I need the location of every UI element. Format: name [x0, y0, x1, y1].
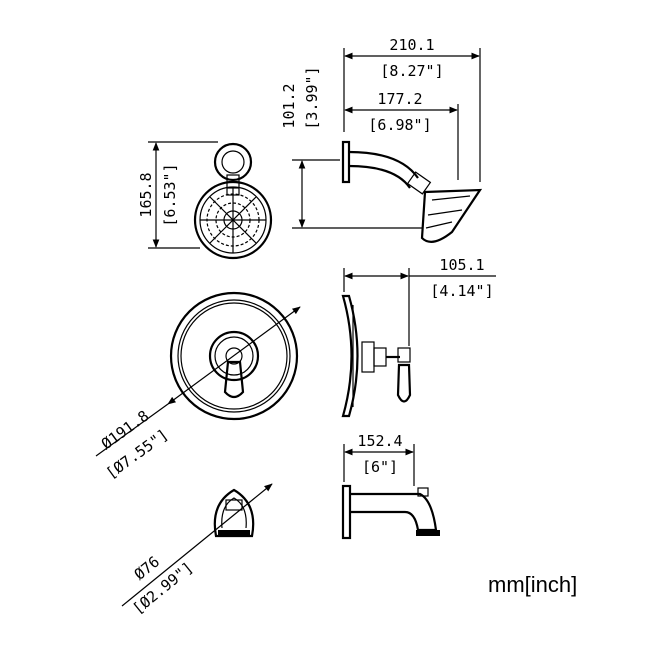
tub-spout-side-view: [341, 484, 440, 540]
shower-arm-length-mm: 177.2: [377, 90, 422, 108]
shower-arm-reach-mm: 210.1: [389, 36, 434, 54]
spout-length-in: [6"]: [362, 458, 398, 476]
showerhead-height-in: [6.53"]: [161, 163, 179, 226]
valve-projection-mm: 105.1: [439, 256, 484, 274]
showerhead-side-view: [341, 140, 483, 243]
dim-shower-arm-length: 177.2 [6.98"]: [344, 90, 459, 180]
showerhead-height-mm: 165.8: [137, 172, 155, 217]
units-label: mm[inch]: [488, 572, 577, 597]
dim-showerhead-height: 165.8 [6.53"]: [137, 141, 218, 249]
shower-arm-length-in: [6.98"]: [368, 116, 431, 134]
dim-spout-length: 152.4 [6"]: [343, 432, 415, 486]
shower-arm-reach-in: [8.27"]: [380, 62, 443, 80]
valve-trim-side-view: [341, 294, 412, 418]
tub-spout-front-view: [213, 488, 255, 538]
showerhead-front-view: [193, 142, 273, 260]
dim-shower-arm-drop: 101.2 [3.99"]: [280, 66, 422, 229]
shower-arm-drop-in: [3.99"]: [303, 66, 321, 129]
dim-shower-arm-reach: 210.1 [8.27"]: [343, 36, 481, 182]
valve-projection-in: [4.14"]: [430, 282, 493, 300]
shower-arm-drop-mm: 101.2: [280, 83, 298, 128]
dim-valve-projection: 105.1 [4.14"]: [343, 256, 496, 346]
spout-flange-diameter-mm: Ø76: [131, 553, 163, 584]
spout-length-mm: 152.4: [357, 432, 402, 450]
